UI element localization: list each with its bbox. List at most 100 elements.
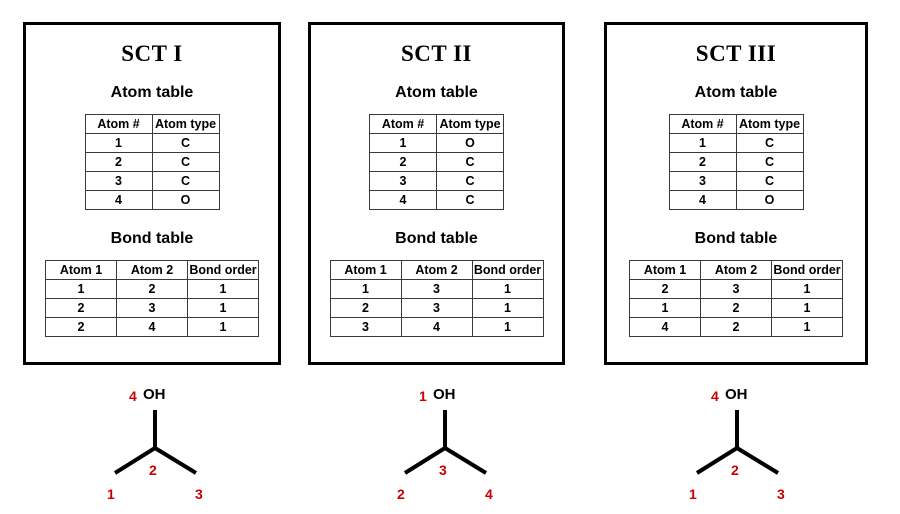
table-row: 1 2 1 xyxy=(45,279,259,299)
cell-atom-number: 1 xyxy=(84,133,153,153)
bond-table-heading: Bond table xyxy=(395,230,478,247)
atom-label-center-number: 3 xyxy=(439,462,447,478)
atom-label-hydroxyl-number: 4 xyxy=(129,388,137,404)
sct-panel-3: SCT III Atom table Atom # Atom type 1 C … xyxy=(604,22,868,365)
cell-bond-order: 1 xyxy=(471,279,544,299)
column-header-bond-order: Bond order xyxy=(771,260,843,280)
column-header-atom-2: Atom 2 xyxy=(700,260,772,280)
atom-label-left-number: 2 xyxy=(397,486,405,502)
cell-atom-number: 1 xyxy=(668,133,737,153)
column-header-atom-number: Atom # xyxy=(84,114,153,134)
table-header-row: Atom 1 Atom 2 Bond order xyxy=(45,260,259,280)
table-row: 3 C xyxy=(84,171,220,191)
table-header-row: Atom # Atom type xyxy=(84,114,220,134)
table-row: 2 C xyxy=(369,152,504,172)
cell-atom-1: 3 xyxy=(329,317,402,337)
cell-atom-2: 2 xyxy=(700,317,772,337)
cell-atom-1: 2 xyxy=(629,279,701,299)
cell-bond-order: 1 xyxy=(771,279,843,299)
cell-atom-type: C xyxy=(436,171,504,191)
table-row: 2 3 1 xyxy=(45,298,259,318)
table-row: 4 O xyxy=(668,190,804,210)
atom-table-heading: Atom table xyxy=(694,84,778,101)
table-row: 3 4 1 xyxy=(329,317,544,337)
table-row: 1 O xyxy=(369,133,504,153)
table-row: 3 C xyxy=(369,171,504,191)
cell-bond-order: 1 xyxy=(187,279,259,299)
table-header-row: Atom 1 Atom 2 Bond order xyxy=(629,260,843,280)
table-row: 1 C xyxy=(668,133,804,153)
column-header-atom-number: Atom # xyxy=(369,114,437,134)
sct-panel-2: SCT II Atom table Atom # Atom type 1 O 2… xyxy=(308,22,565,365)
cell-atom-type: C xyxy=(735,152,804,172)
bond-table-heading: Bond table xyxy=(110,230,194,247)
cell-atom-2: 3 xyxy=(400,298,473,318)
table-header-row: Atom # Atom type xyxy=(668,114,804,134)
cell-atom-2: 3 xyxy=(400,279,473,299)
sct-panel-1: SCT I Atom table Atom # Atom type 1 C 2 … xyxy=(23,22,281,365)
cell-atom-type: O xyxy=(436,133,504,153)
atom-label-center-number: 2 xyxy=(731,462,739,478)
cell-atom-2: 3 xyxy=(116,298,188,318)
cell-atom-number: 3 xyxy=(668,171,737,191)
cell-atom-type: O xyxy=(735,190,804,210)
hydroxyl-group-label: OH xyxy=(433,386,456,403)
cell-bond-order: 1 xyxy=(771,317,843,337)
cell-atom-1: 2 xyxy=(45,317,117,337)
cell-atom-type: C xyxy=(151,171,220,191)
atom-label-left-number: 1 xyxy=(107,486,115,502)
atom-table-heading: Atom table xyxy=(110,84,194,101)
cell-atom-1: 4 xyxy=(629,317,701,337)
table-row: 1 C xyxy=(84,133,220,153)
cell-atom-number: 2 xyxy=(369,152,437,172)
cell-bond-order: 1 xyxy=(187,298,259,318)
isopropanol-skeleton-icon xyxy=(695,410,780,475)
atom-label-hydroxyl-number: 4 xyxy=(711,388,719,404)
cell-atom-number: 2 xyxy=(84,152,153,172)
panel-title: SCT III xyxy=(695,41,777,66)
cell-bond-order: 1 xyxy=(471,298,544,318)
atom-label-left-number: 1 xyxy=(689,486,697,502)
column-header-bond-order: Bond order xyxy=(187,260,259,280)
cell-atom-2: 4 xyxy=(116,317,188,337)
atom-table: Atom # Atom type 1 O 2 C 3 C 4 C xyxy=(369,114,504,210)
table-row: 4 C xyxy=(369,190,504,210)
cell-bond-order: 1 xyxy=(771,298,843,318)
cell-atom-type: C xyxy=(436,152,504,172)
column-header-atom-1: Atom 1 xyxy=(629,260,701,280)
table-row: 4 2 1 xyxy=(629,317,843,337)
cell-atom-number: 4 xyxy=(369,190,437,210)
cell-atom-type: O xyxy=(151,190,220,210)
cell-atom-number: 3 xyxy=(84,171,153,191)
bond-table: Atom 1 Atom 2 Bond order 1 3 1 2 3 1 3 4… xyxy=(329,260,544,337)
atom-label-right-number: 3 xyxy=(777,486,785,502)
cell-atom-type: C xyxy=(735,133,804,153)
cell-atom-1: 1 xyxy=(329,279,402,299)
cell-atom-2: 3 xyxy=(700,279,772,299)
table-row: 4 O xyxy=(84,190,220,210)
table-header-row: Atom # Atom type xyxy=(369,114,504,134)
table-row: 2 4 1 xyxy=(45,317,259,337)
column-header-atom-1: Atom 1 xyxy=(329,260,402,280)
atom-label-right-number: 4 xyxy=(485,486,493,502)
table-row: 2 C xyxy=(668,152,804,172)
column-header-atom-type: Atom type xyxy=(436,114,504,134)
table-row: 2 C xyxy=(84,152,220,172)
atom-label-hydroxyl-number: 1 xyxy=(419,388,427,404)
cell-atom-number: 1 xyxy=(369,133,437,153)
table-row: 1 2 1 xyxy=(629,298,843,318)
cell-atom-number: 4 xyxy=(668,190,737,210)
column-header-atom-2: Atom 2 xyxy=(116,260,188,280)
cell-atom-2: 4 xyxy=(400,317,473,337)
cell-bond-order: 1 xyxy=(471,317,544,337)
atom-table: Atom # Atom type 1 C 2 C 3 C 4 O xyxy=(84,114,220,210)
cell-atom-type: C xyxy=(151,152,220,172)
atom-table: Atom # Atom type 1 C 2 C 3 C 4 O xyxy=(668,114,804,210)
cell-atom-1: 2 xyxy=(329,298,402,318)
table-row: 2 3 1 xyxy=(329,298,544,318)
cell-atom-number: 4 xyxy=(84,190,153,210)
column-header-atom-1: Atom 1 xyxy=(45,260,117,280)
bond-table: Atom 1 Atom 2 Bond order 1 2 1 2 3 1 2 4… xyxy=(45,260,259,337)
molecule-diagram-3: 4 OH 2 1 3 xyxy=(637,386,837,506)
column-header-atom-2: Atom 2 xyxy=(400,260,473,280)
